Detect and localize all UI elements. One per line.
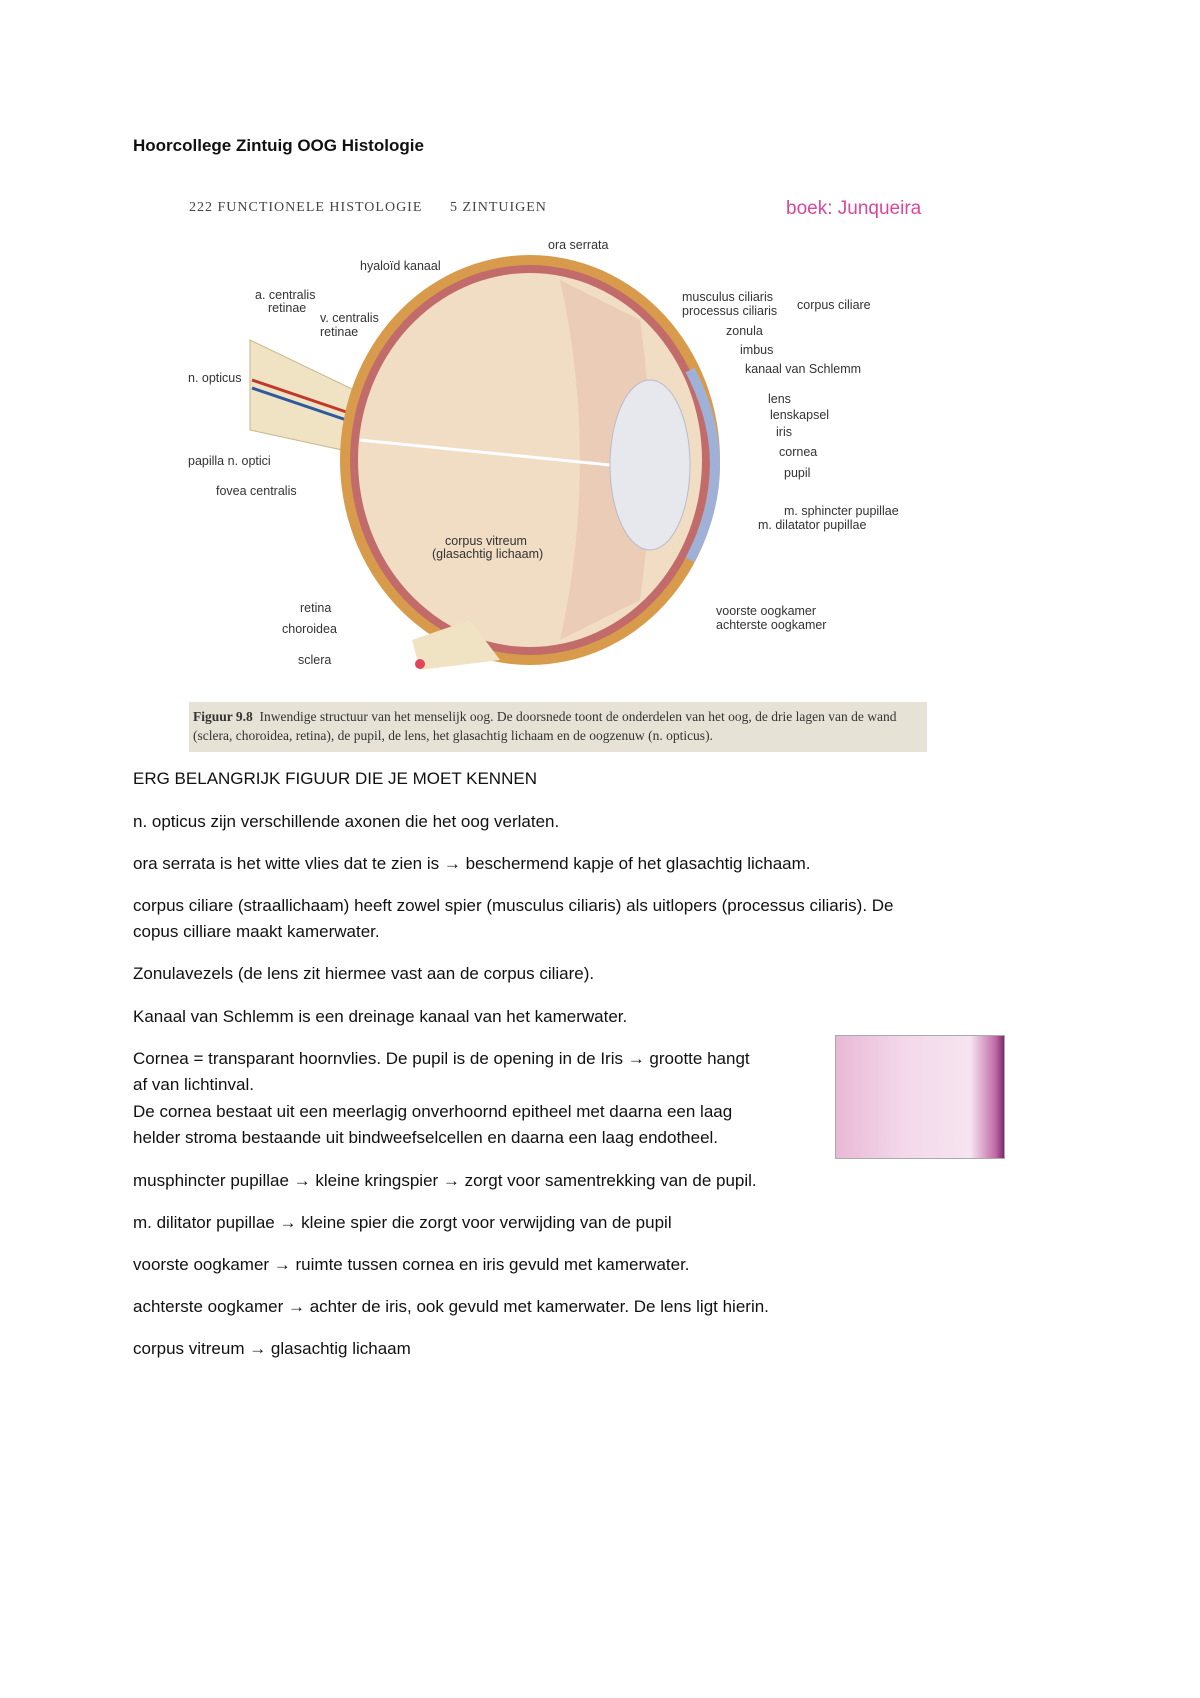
- svg-text:musculus ciliaris: musculus ciliaris: [682, 290, 773, 304]
- cornea-shape: [685, 367, 720, 563]
- svg-text:n. opticus: n. opticus: [188, 371, 242, 385]
- svg-text:v. centralis: v. centralis: [320, 311, 379, 325]
- svg-text:m. dilatator pupillae: m. dilatator pupillae: [758, 518, 866, 532]
- figure-caption: Figuur 9.8 Inwendige structuur van het m…: [189, 702, 927, 752]
- svg-text:choroidea: choroidea: [282, 622, 337, 636]
- svg-text:pupil: pupil: [784, 466, 810, 480]
- ciliary-region: [560, 280, 650, 640]
- svg-text:retina: retina: [300, 601, 331, 615]
- figure-labels: ora serrata hyaloïd kanaal a. centralis …: [188, 238, 899, 667]
- svg-text:voorste oogkamer: voorste oogkamer: [716, 604, 816, 618]
- document-title: Hoorcollege Zintuig OOG Histologie: [133, 136, 424, 155]
- svg-text:papilla n. optici: papilla n. optici: [188, 454, 271, 468]
- paragraph: musphincter pupillae → kleine kringspier…: [133, 1171, 757, 1190]
- paragraph: m. dilitator pupillae → kleine spier die…: [133, 1213, 672, 1232]
- svg-text:lens: lens: [768, 392, 791, 406]
- svg-text:retinae: retinae: [268, 301, 306, 315]
- paragraph: Zonulavezels (de lens zit hiermee vast a…: [133, 964, 595, 983]
- svg-text:achterste oogkamer: achterste oogkamer: [716, 618, 826, 632]
- page-header: 222 FUNCTIONELE HISTOLOGIE: [189, 200, 422, 215]
- paragraph: af van lichtinval.: [133, 1075, 254, 1094]
- paragraph: copus cilliare maakt kamerwater.: [133, 922, 380, 941]
- svg-text:fovea centralis: fovea centralis: [216, 484, 297, 498]
- svg-text:retinae: retinae: [320, 325, 358, 339]
- marker-dot: [415, 659, 425, 669]
- svg-text:zonula: zonula: [726, 324, 763, 338]
- svg-text:corpus vitreum: corpus vitreum: [445, 534, 527, 548]
- caption-text: Inwendige structuur van het menselijk oo…: [193, 709, 897, 743]
- paragraph: voorste oogkamer → ruimte tussen cornea …: [133, 1255, 690, 1274]
- book-note: boek: Junqueira: [786, 198, 922, 219]
- svg-text:sclera: sclera: [298, 653, 331, 667]
- svg-text:corpus ciliare: corpus ciliare: [797, 298, 871, 312]
- paragraph: corpus vitreum → glasachtig lichaam: [133, 1339, 411, 1358]
- paragraph: corpus ciliare (straallichaam) heeft zow…: [133, 896, 894, 915]
- paragraph: ERG BELANGRIJK FIGUUR DIE JE MOET KENNEN: [133, 769, 537, 788]
- wall-cutaway: [412, 620, 500, 670]
- svg-text:processus ciliaris: processus ciliaris: [682, 304, 777, 318]
- paragraph: Cornea = transparant hoornvlies. De pupi…: [133, 1049, 750, 1068]
- svg-text:iris: iris: [776, 425, 792, 439]
- cornea-histology-image: [835, 1035, 1005, 1159]
- svg-text:imbus: imbus: [740, 343, 773, 357]
- svg-text:cornea: cornea: [779, 445, 817, 459]
- lens-shape: [609, 379, 691, 551]
- svg-text:kanaal van Schlemm: kanaal van Schlemm: [745, 362, 861, 376]
- svg-text:lenskapsel: lenskapsel: [770, 408, 829, 422]
- svg-text:hyaloïd kanaal: hyaloïd kanaal: [360, 259, 441, 273]
- caption-label: Figuur 9.8: [193, 709, 253, 724]
- paragraph: De cornea bestaat uit een meerlagig onve…: [133, 1102, 733, 1121]
- paragraph: ora serrata is het witte vlies dat te zi…: [133, 854, 811, 873]
- eye-anatomy-figure: 222 FUNCTIONELE HISTOLOGIE 5 ZINTUIGEN b…: [188, 198, 922, 670]
- paragraph: achterste oogkamer → achter de iris, ook…: [133, 1297, 769, 1316]
- chapter-header: 5 ZINTUIGEN: [450, 200, 547, 215]
- paragraph: n. opticus zijn verschillende axonen die…: [133, 812, 560, 831]
- paragraph: Kanaal van Schlemm is een dreinage kanaa…: [133, 1007, 628, 1026]
- svg-text:a. centralis: a. centralis: [255, 288, 315, 302]
- svg-text:m. sphincter pupillae: m. sphincter pupillae: [784, 504, 899, 518]
- svg-text:ora serrata: ora serrata: [548, 238, 608, 252]
- svg-text:(glasachtig lichaam): (glasachtig lichaam): [432, 547, 543, 561]
- paragraph: helder stroma bestaande uit bindweefselc…: [133, 1128, 719, 1147]
